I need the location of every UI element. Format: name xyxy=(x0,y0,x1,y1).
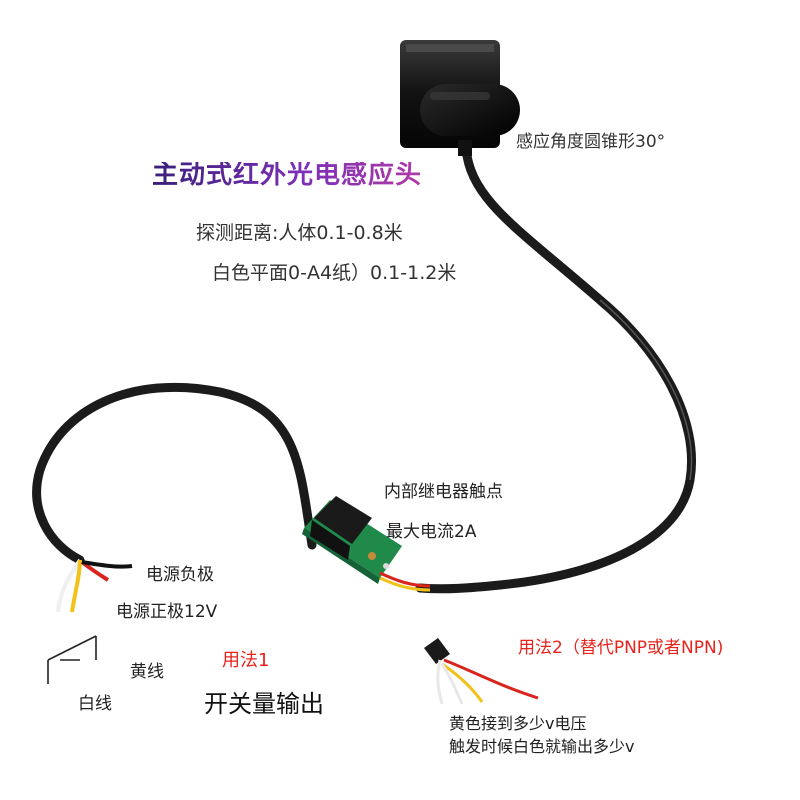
white-wire-label: 白线 xyxy=(78,694,112,714)
usage-2-label: 用法2（替代PNP或者NPN) xyxy=(518,638,724,658)
detection-range-body: 探测距离:人体0.1-0.8米 xyxy=(196,222,403,244)
cable-highlight xyxy=(599,299,693,481)
power-positive-label: 电源正极12V xyxy=(116,602,218,622)
switch-symbol-icon xyxy=(47,635,97,684)
detection-range-paper: 白色平面0-A4纸）0.1-1.2米 xyxy=(212,262,457,284)
wire-red-in xyxy=(379,571,431,588)
max-current-label: 最大电流2A xyxy=(386,522,477,542)
usage-2-line2: 触发时候白色就输出多少v xyxy=(449,737,635,756)
usage2-wires xyxy=(424,638,539,705)
sensor-head xyxy=(400,40,520,156)
product-title: 主动式红外光电感应头 xyxy=(152,160,423,190)
relay xyxy=(314,496,372,544)
relay-board xyxy=(302,496,402,584)
output-wires xyxy=(56,558,133,613)
relay-contact-label: 内部继电器触点 xyxy=(384,482,503,502)
switch-output-label: 开关量输出 xyxy=(204,690,324,718)
wire-yellow-in xyxy=(379,576,431,592)
usage-1-label: 用法1 xyxy=(222,650,270,671)
output-cable-loop xyxy=(32,382,317,565)
usage-2-line1: 黄色接到多少v电压 xyxy=(449,714,587,733)
power-negative-label: 电源负极 xyxy=(146,565,214,585)
yellow-wire-label: 黄线 xyxy=(130,662,164,682)
sensor-angle-label: 感应角度圆锥形30° xyxy=(516,132,666,152)
